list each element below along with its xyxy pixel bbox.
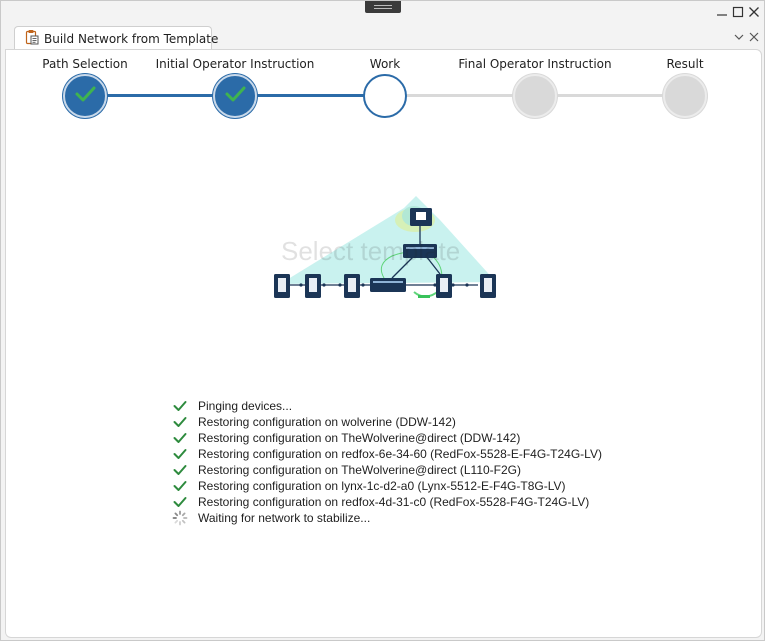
step-path-selection[interactable]	[63, 74, 107, 118]
wizard-content: Path Selection Initial Operator Instruct…	[5, 49, 762, 638]
step-connector	[85, 94, 235, 97]
list-item: Restoring configuration on redfox-4d-31-…	[172, 494, 602, 510]
step-label-result: Result	[666, 57, 704, 71]
template-placeholder: Select template	[281, 236, 461, 266]
log-text: Restoring configuration on lynx-1c-d2-a0…	[198, 479, 566, 493]
step-label-work: Work	[369, 57, 401, 71]
window-drag-grip[interactable]	[365, 1, 401, 13]
step-work[interactable]	[363, 74, 407, 118]
maximize-icon[interactable]	[731, 5, 745, 19]
checkmark-icon	[172, 430, 188, 446]
checkmark-icon	[172, 398, 188, 414]
tab-build-network[interactable]: Build Network from Template	[14, 26, 218, 50]
list-item: Waiting for network to stabilize...	[172, 510, 602, 526]
checkmark-icon	[172, 414, 188, 430]
log-text: Restoring configuration on redfox-4d-31-…	[198, 495, 590, 509]
chevron-down-icon[interactable]	[732, 30, 746, 44]
checkmark-icon	[172, 478, 188, 494]
checkmark-icon	[172, 494, 188, 510]
checkmark-icon	[73, 82, 97, 110]
step-connector	[235, 94, 385, 97]
step-final-operator-instruction	[513, 74, 557, 118]
step-label-path-selection: Path Selection	[42, 57, 128, 71]
log-text: Waiting for network to stabilize...	[198, 511, 371, 525]
log-text: Restoring configuration on redfox-6e-34-…	[198, 447, 602, 461]
step-connector	[535, 94, 685, 97]
log-text: Pinging devices...	[198, 399, 293, 413]
network-topology-icon	[264, 190, 504, 310]
list-item: Restoring configuration on lynx-1c-d2-a0…	[172, 478, 602, 494]
log-text: Restoring configuration on TheWolverine@…	[198, 431, 521, 445]
tab-close-icon[interactable]	[747, 30, 761, 44]
list-item: Pinging devices...	[172, 398, 602, 414]
list-item: Restoring configuration on TheWolverine@…	[172, 430, 602, 446]
step-connector	[385, 94, 535, 97]
clipboard-document-icon	[25, 29, 39, 49]
loading-spinner-icon	[172, 510, 188, 526]
log-text: Restoring configuration on TheWolverine@…	[198, 463, 522, 477]
checkmark-icon	[172, 462, 188, 478]
log-text: Restoring configuration on wolverine (DD…	[198, 415, 456, 429]
checkmark-icon	[223, 82, 247, 110]
step-label-final-operator-instruction: Final Operator Instruction	[458, 57, 612, 71]
list-item: Restoring configuration on TheWolverine@…	[172, 462, 602, 478]
progress-log: Pinging devices... Restoring configurati…	[172, 398, 602, 526]
step-label-initial-operator-instruction: Initial Operator Instruction	[155, 57, 315, 71]
close-icon[interactable]	[747, 5, 761, 19]
checkmark-icon	[172, 446, 188, 462]
list-item: Restoring configuration on wolverine (DD…	[172, 414, 602, 430]
tab-title: Build Network from Template	[44, 31, 219, 46]
step-initial-operator-instruction[interactable]	[213, 74, 257, 118]
minimize-icon[interactable]	[715, 5, 729, 19]
list-item: Restoring configuration on redfox-6e-34-…	[172, 446, 602, 462]
step-result	[663, 74, 707, 118]
